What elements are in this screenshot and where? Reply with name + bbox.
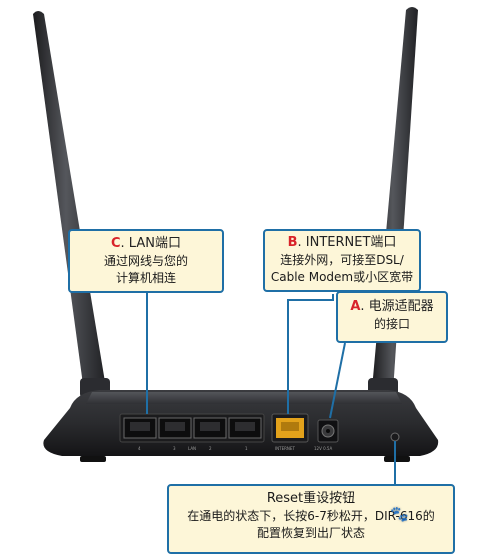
- internet-leader-line: [287, 294, 334, 414]
- lan-port[interactable]: [158, 417, 192, 439]
- internet-callout-line: Cable Modem或小区宽带: [270, 270, 414, 284]
- internet-callout-title: B. INTERNET端口: [265, 234, 419, 252]
- reset-callout-title: Reset重设按钮: [266, 491, 356, 506]
- internet-callout-title-text: . INTERNET端口: [297, 235, 397, 250]
- power-leader-line: [329, 342, 346, 419]
- power-callout-line: 的接口: [373, 317, 410, 331]
- lan-callout-line: 通过网线与您的: [103, 254, 188, 268]
- lan-callout: C. LAN端口 通过网线与您的 计算机相连: [68, 229, 224, 293]
- power-label: 12V 0.5A: [314, 446, 332, 451]
- internet-callout-line: 连接外网，可接至DSL/: [280, 253, 404, 267]
- lan-callout-letter: C: [111, 236, 121, 251]
- internet-port[interactable]: INTERNET: [271, 413, 309, 451]
- lan-port-group: 4 3 LAN 2 1: [119, 413, 265, 451]
- reset-callout: Reset重设按钮 在通电的状态下，长按6-7秒松开，DIR-616的 配置恢复…: [167, 484, 455, 554]
- power-callout-title: A. 电源适配器: [338, 298, 446, 316]
- lan-callout-title: C. LAN端口: [70, 235, 222, 253]
- lan-label: LAN: [188, 446, 196, 451]
- lan-port-number: 2: [209, 446, 212, 451]
- leader-lines: [146, 293, 396, 484]
- internet-callout-letter: B: [287, 235, 298, 250]
- lan-port[interactable]: [193, 417, 227, 439]
- reset-callout-line: 配置恢复到出厂状态: [256, 526, 365, 540]
- lan-callout-title-text: . LAN端口: [120, 236, 181, 251]
- internet-label: INTERNET: [275, 446, 295, 451]
- lan-port-number: 4: [138, 446, 141, 451]
- lan-port[interactable]: [123, 417, 157, 439]
- power-callout-letter: A: [350, 299, 361, 314]
- paw-watermark-icon: 🐾: [390, 505, 409, 523]
- power-callout: A. 电源适配器 的接口: [336, 291, 448, 343]
- reset-button[interactable]: [390, 432, 400, 442]
- internet-callout: B. INTERNET端口 连接外网，可接至DSL/ Cable Modem或小…: [263, 229, 421, 292]
- lan-callout-line: 计算机相连: [115, 271, 176, 285]
- lan-port-number: 1: [245, 446, 248, 451]
- lan-port[interactable]: [228, 417, 262, 439]
- power-port[interactable]: 12V 0.5A: [314, 419, 339, 451]
- lan-port-number: 3: [173, 446, 176, 451]
- left-antenna: [33, 11, 110, 398]
- power-callout-title-text: . 电源适配器: [360, 299, 434, 314]
- reset-callout-line: 在通电的状态下，长按6-7秒松开，DIR-616的: [187, 509, 435, 523]
